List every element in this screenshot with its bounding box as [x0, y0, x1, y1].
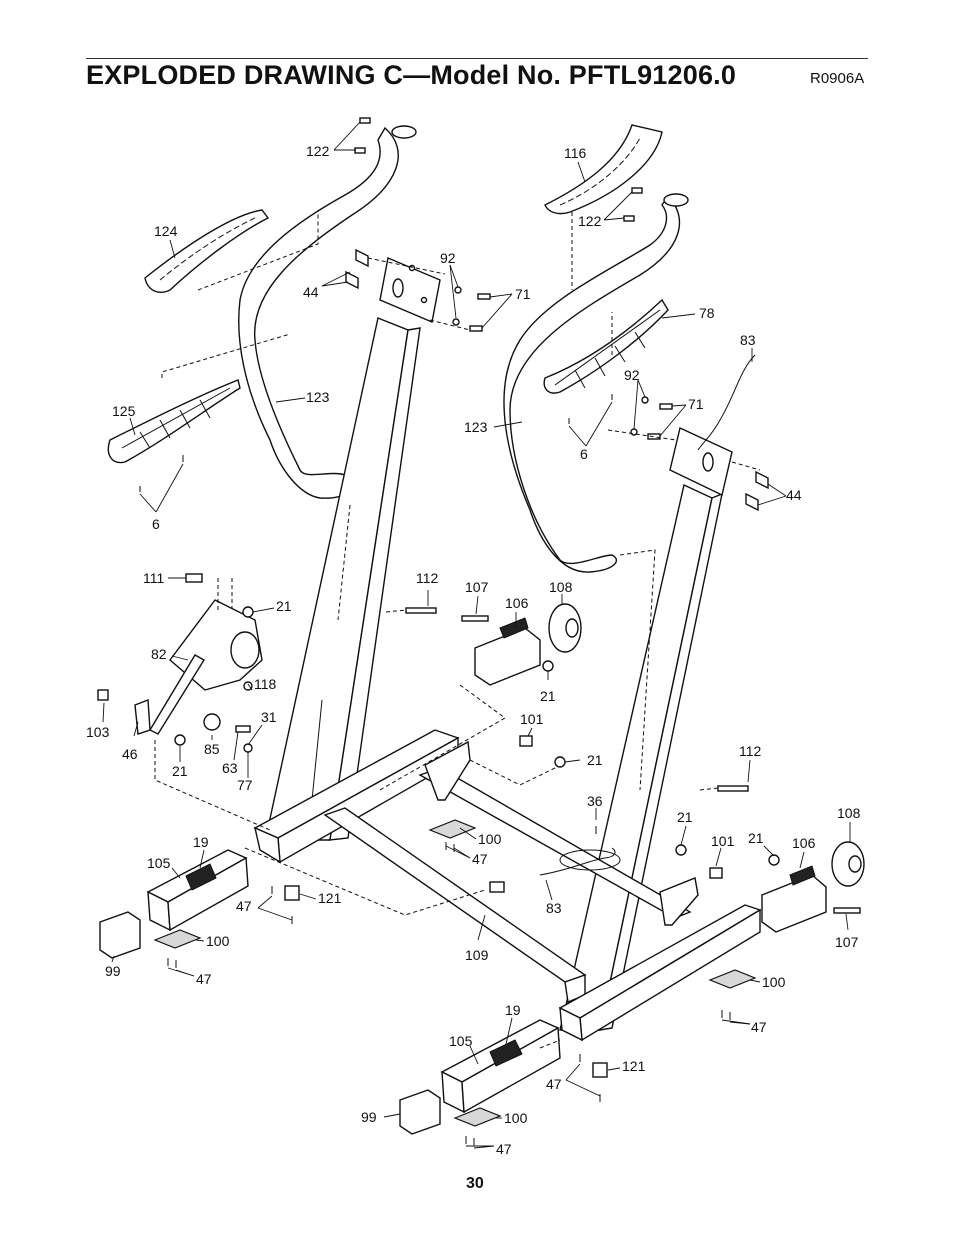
callout-99: 99 — [361, 1109, 377, 1125]
callout-105: 105 — [449, 1033, 473, 1049]
callout-100: 100 — [504, 1110, 528, 1126]
callout-112: 112 — [416, 570, 439, 586]
callout-118: 118 — [254, 676, 277, 692]
handrail-cover-124 — [144, 209, 270, 293]
pulse-grip-125 — [107, 379, 241, 464]
callout-21: 21 — [276, 598, 292, 614]
wheel-bracket-106a — [474, 617, 541, 686]
end-cap-right — [399, 1089, 441, 1135]
callout-21: 21 — [677, 809, 693, 825]
callout-122: 122 — [306, 143, 330, 159]
pads — [153, 819, 757, 1127]
page-number: 30 — [466, 1175, 484, 1192]
callout-108: 108 — [549, 579, 573, 595]
callout-111: 111 — [143, 570, 164, 586]
callout-21: 21 — [540, 688, 556, 704]
callout-78: 78 — [699, 305, 715, 321]
callout-107: 107 — [465, 579, 489, 595]
callout-92: 92 — [624, 367, 640, 383]
callout-44: 44 — [303, 284, 319, 300]
callout-103: 103 — [86, 724, 110, 740]
callout-106: 106 — [505, 595, 529, 611]
callout-92: 92 — [440, 250, 456, 266]
wire-harness-83 — [539, 354, 756, 876]
callout-106: 106 — [792, 835, 816, 851]
callout-123: 123 — [306, 389, 330, 405]
callout-105: 105 — [147, 855, 171, 871]
page-title: EXPLODED DRAWING C—Model No. PFTL91206.0 — [86, 60, 737, 90]
callout-21: 21 — [587, 752, 603, 768]
base-frame-part — [253, 729, 762, 1042]
callout-21: 21 — [748, 830, 764, 846]
incline-motor-82 — [134, 599, 263, 735]
wheel-108-right — [831, 841, 865, 887]
callout-6: 6 — [152, 516, 160, 532]
assembly-lines — [154, 210, 761, 1049]
callout-44: 44 — [786, 487, 802, 503]
callout-107: 107 — [835, 934, 859, 950]
callout-82: 82 — [151, 646, 167, 662]
callout-71: 71 — [515, 286, 531, 302]
callout-122: 122 — [578, 213, 602, 229]
callout-46: 46 — [122, 746, 138, 762]
callout-19: 19 — [193, 834, 209, 850]
callout-125: 125 — [112, 403, 136, 419]
callout-123: 123 — [464, 419, 488, 435]
callout-101: 101 — [711, 833, 735, 849]
callout-100: 100 — [478, 831, 502, 847]
callout-19: 19 — [505, 1002, 521, 1018]
callout-47: 47 — [236, 898, 252, 914]
callout-108: 108 — [837, 805, 861, 821]
callout-112: 112 — [739, 743, 762, 759]
callout-47: 47 — [496, 1141, 512, 1157]
leader-lines — [102, 121, 851, 1149]
right-upright-part — [503, 193, 723, 1031]
right-bracket-part — [669, 427, 733, 497]
callout-21: 21 — [172, 763, 188, 779]
end-cap-left — [99, 911, 141, 959]
handrail-cover-116 — [544, 124, 663, 215]
callout-121: 121 — [622, 1058, 646, 1074]
callout-47: 47 — [546, 1076, 562, 1092]
callout-121: 121 — [318, 890, 342, 906]
left-bracket-part — [379, 257, 441, 323]
leveling-foot-right — [440, 1019, 561, 1114]
callout-85: 85 — [204, 741, 220, 757]
callout-36: 36 — [587, 793, 603, 809]
header-rule — [86, 58, 868, 59]
callout-116: 116 — [564, 145, 587, 161]
callout-124: 124 — [154, 223, 178, 239]
callout-77: 77 — [237, 777, 253, 793]
callout-47: 47 — [751, 1019, 767, 1035]
hardware — [97, 117, 861, 1146]
callout-47: 47 — [472, 851, 488, 867]
callout-101: 101 — [520, 711, 544, 727]
callout-6: 6 — [580, 446, 588, 462]
callout-71: 71 — [688, 396, 704, 412]
callout-109: 109 — [465, 947, 489, 963]
callout-83: 83 — [546, 900, 562, 916]
callout-47: 47 — [196, 971, 212, 987]
callout-100: 100 — [762, 974, 786, 990]
callout-100: 100 — [206, 933, 230, 949]
callout-31: 31 — [261, 709, 277, 725]
leveling-foot-left — [146, 849, 249, 932]
callout-99: 99 — [105, 963, 121, 979]
drawing-code: R0906A — [810, 70, 865, 87]
pulse-grip-78 — [543, 298, 669, 394]
callout-83: 83 — [740, 332, 756, 348]
callout-labels: 122 124 92 44 71 123 125 6 116 122 78 83… — [86, 143, 861, 1157]
callout-63: 63 — [222, 760, 238, 776]
left-upright-part — [238, 125, 421, 841]
wheel-bracket-106b — [761, 865, 827, 933]
wheel-108-upper — [548, 603, 582, 653]
